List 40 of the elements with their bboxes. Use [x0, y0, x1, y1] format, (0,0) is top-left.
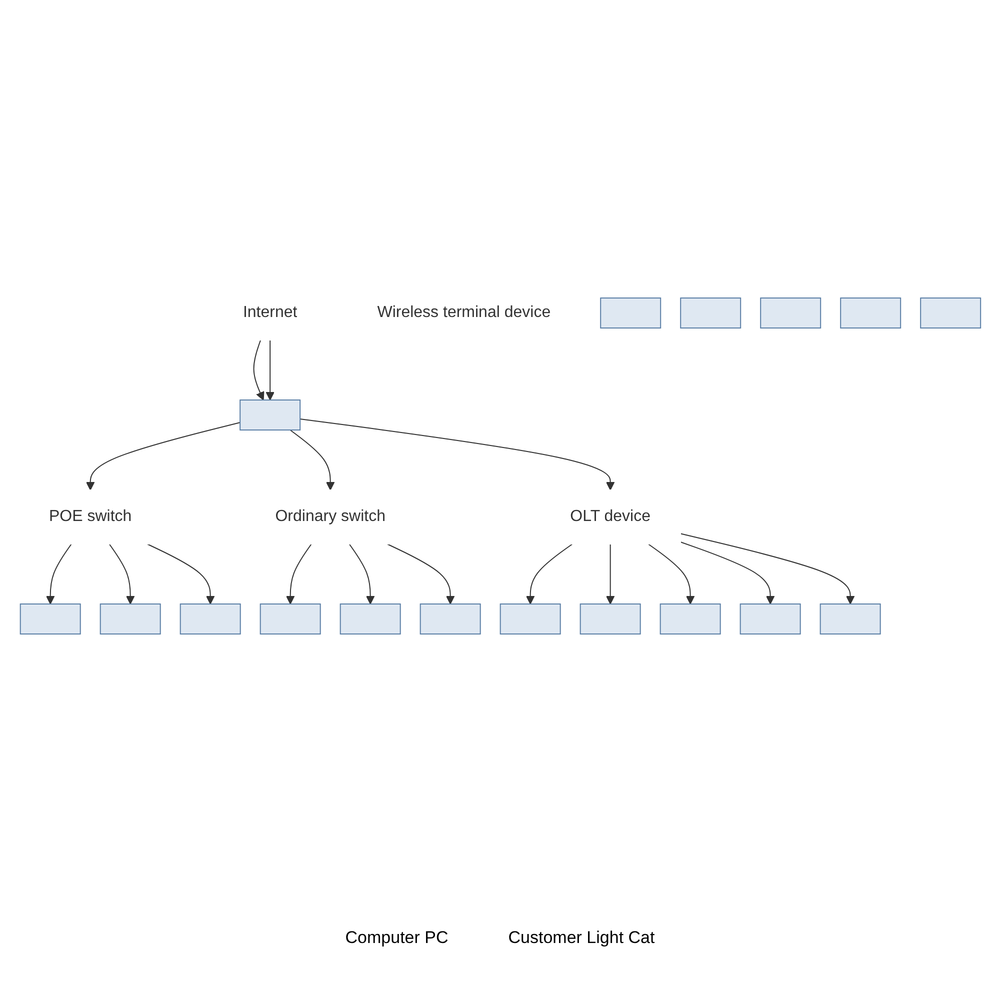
node-box	[920, 298, 982, 328]
node-text: POE switch	[49, 508, 132, 525]
node-box	[100, 603, 162, 634]
arrow	[300, 418, 615, 490]
arrow	[286, 544, 312, 604]
arrow	[349, 544, 375, 604]
caption-label: Customer Light Cat	[508, 928, 655, 948]
node-text: Internet	[243, 304, 298, 321]
node-box	[760, 298, 822, 328]
node-box	[240, 400, 301, 430]
arrow	[290, 430, 335, 490]
node-box	[840, 298, 902, 328]
arrow	[606, 544, 615, 604]
arrow	[680, 542, 775, 604]
node-box	[740, 603, 802, 634]
node-box	[680, 298, 742, 328]
arrow	[254, 340, 264, 400]
node-box	[20, 603, 82, 634]
node-box	[500, 603, 562, 634]
arrow	[648, 544, 695, 604]
node-text: Ordinary switch	[275, 508, 386, 525]
arrow	[46, 544, 72, 604]
node-box	[600, 298, 662, 328]
node-text: OLT device	[570, 508, 651, 525]
arrow	[386, 544, 455, 604]
node-box	[180, 603, 242, 634]
arrow	[146, 544, 215, 604]
node-box	[340, 603, 402, 634]
node-box	[580, 603, 642, 634]
node-text: Wireless terminal device	[377, 304, 551, 321]
node-box	[420, 603, 482, 634]
arrow	[109, 544, 135, 604]
caption-label: Computer PC	[345, 928, 448, 948]
arrow	[86, 422, 241, 490]
arrow	[526, 544, 574, 604]
arrow	[680, 533, 855, 604]
node-box	[820, 603, 882, 634]
arrow	[266, 340, 275, 400]
node-box	[260, 603, 322, 634]
node-box	[660, 603, 722, 634]
